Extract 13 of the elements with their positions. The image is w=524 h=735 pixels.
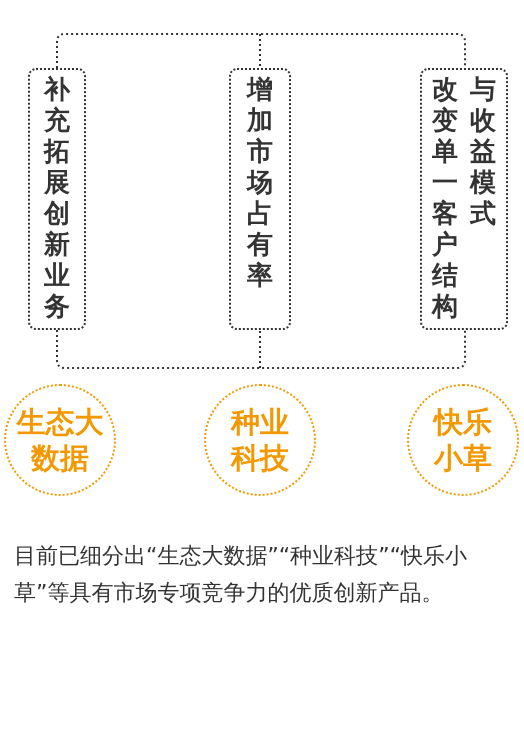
circle-label: 种业科技 [230, 404, 290, 476]
dotted-box [28, 68, 86, 330]
vertical-text: 增加市场占有率 [246, 75, 274, 293]
vertical-text: 改变单一客户结构与收益模式 [431, 75, 497, 323]
paragraph: 目前已细分出“生态大数据”“种业科技”“快乐小草”等具有市场专项竞争力的优质创新产品。 [14, 543, 468, 608]
dotted-circle [4, 384, 116, 496]
circle-label: 快乐小草 [432, 404, 493, 476]
circle-label: 生态大数据 [14, 404, 104, 476]
dotted-circle [204, 384, 316, 496]
dotted-box [420, 68, 508, 330]
vertical-text: 补充拓展创新业务 [43, 75, 71, 323]
dotted-box [229, 68, 291, 330]
dotted-circle [407, 384, 519, 496]
